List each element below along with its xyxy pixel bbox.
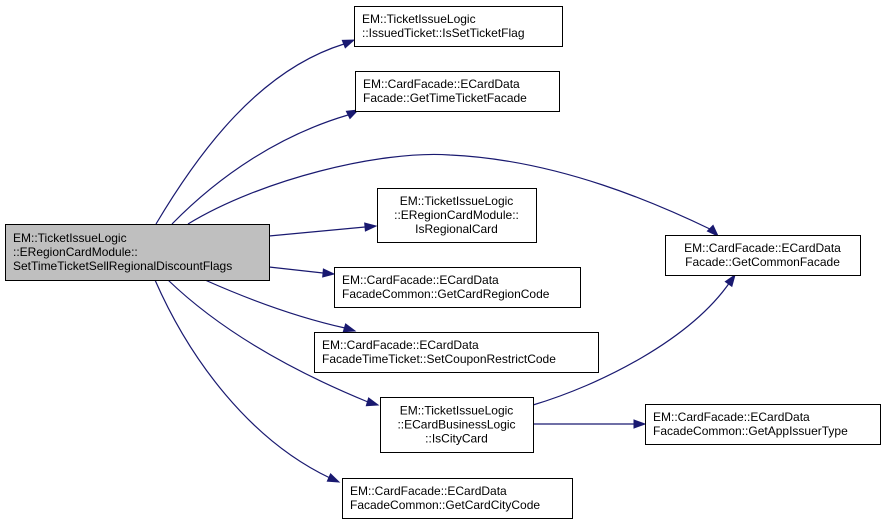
node-box (380, 397, 534, 453)
arrowhead-icon (322, 268, 336, 278)
edge-isCityCard-to-getCommonFacade (532, 273, 736, 406)
node-label-line: EM::TicketIssueLogic (13, 231, 127, 245)
arrowhead-icon (365, 397, 380, 407)
node-box (665, 235, 861, 276)
edge-root-to-setCouponRestrictCode (204, 279, 357, 333)
arrowhead-icon (345, 109, 360, 120)
node-label-line: SetTimeTicketSellRegionalDiscountFlags (13, 259, 232, 273)
edge-line (187, 153, 713, 231)
edge-root-to-getTimeTicketFacade (171, 109, 360, 225)
node-label-line: Facade::GetCommonFacade (685, 255, 840, 269)
edge-line (268, 226, 366, 237)
node-box (314, 332, 599, 373)
node-label-line: EM::CardFacade::ECardData (342, 273, 499, 287)
node-getAppIssuerType[interactable]: EM::CardFacade::ECardDataFacadeCommon::G… (645, 404, 881, 445)
node-box (377, 188, 537, 243)
node-box (342, 478, 573, 519)
node-box (355, 71, 560, 112)
node-getCardCityCode[interactable]: EM::CardFacade::ECardDataFacadeCommon::G… (342, 478, 573, 519)
node-label-line: ::ERegionCardModule:: (13, 245, 138, 259)
node-isSetTicketFlag[interactable]: EM::TicketIssueLogic::IssuedTicket::IsSe… (354, 6, 563, 47)
node-getTimeTicketFacade[interactable]: EM::CardFacade::ECardDataFacade::GetTime… (355, 71, 560, 112)
node-box (354, 6, 563, 47)
edge-line (155, 43, 345, 225)
node-label-line: IsRegionalCard (415, 222, 498, 236)
node-label-line: FacadeCommon::GetCardRegionCode (342, 287, 550, 301)
node-label-line: EM::CardFacade::ECardData (350, 484, 507, 498)
edge-root-to-isRegionalCard (268, 222, 378, 237)
node-getCommonFacade[interactable]: EM::CardFacade::ECardDataFacade::GetComm… (665, 235, 861, 276)
node-box (5, 224, 270, 281)
node-box (645, 404, 881, 445)
node-isCityCard[interactable]: EM::TicketIssueLogic::ECardBusinessLogic… (380, 397, 534, 453)
node-label-line: ::ERegionCardModule:: (394, 208, 519, 222)
node-label-line: FacadeCommon::GetAppIssuerType (653, 424, 848, 438)
arrowhead-icon (342, 323, 357, 333)
edge-line (154, 279, 331, 479)
edge-line (532, 281, 731, 406)
node-label-line: ::IsCityCard (425, 432, 488, 446)
arrowhead-icon (326, 473, 341, 483)
node-label-line: EM::CardFacade::ECardData (363, 77, 520, 91)
arrowhead-icon (724, 273, 736, 288)
node-setCouponRestrictCode[interactable]: EM::CardFacade::ECardDataFacadeTimeTicke… (314, 332, 599, 373)
edge-root-to-isCityCard (167, 279, 380, 407)
node-label-line: Facade::GetTimeTicketFacade (363, 91, 527, 105)
edge-root-to-getCommonFacade (187, 153, 720, 238)
node-label-line: EM::TicketIssueLogic (400, 404, 514, 418)
node-root: EM::TicketIssueLogic::ERegionCardModule:… (5, 224, 270, 281)
node-isRegionalCard[interactable]: EM::TicketIssueLogic::ERegionCardModule:… (377, 188, 537, 243)
node-label-line: EM::CardFacade::ECardData (322, 338, 479, 352)
arrowhead-icon (633, 419, 647, 429)
node-box (334, 267, 581, 308)
edge-line (204, 279, 346, 329)
node-label-line: FacadeTimeTicket::SetCouponRestrictCode (322, 352, 556, 366)
node-label-line: EM::CardFacade::ECardData (684, 241, 841, 255)
edges-layer (154, 39, 736, 483)
edge-line (268, 266, 324, 274)
arrowhead-icon (341, 39, 356, 49)
node-label-line: EM::CardFacade::ECardData (653, 410, 810, 424)
edge-line (167, 279, 369, 403)
nodes-layer: EM::TicketIssueLogic::ERegionCardModule:… (5, 6, 881, 519)
arrowhead-icon (364, 222, 378, 232)
edge-line (171, 114, 349, 225)
edge-root-to-getCardRegionCode (268, 266, 336, 278)
node-label-line: ::IssuedTicket::IsSetTicketFlag (362, 26, 525, 40)
node-getCardRegionCode[interactable]: EM::CardFacade::ECardDataFacadeCommon::G… (334, 267, 581, 308)
edge-isCityCard-to-getAppIssuerType (533, 419, 647, 429)
node-label-line: EM::TicketIssueLogic (362, 12, 476, 26)
arrowhead-icon (706, 224, 720, 238)
edge-root-to-getCardCityCode (154, 279, 341, 483)
node-label-line: FacadeCommon::GetCardCityCode (350, 498, 540, 512)
node-label-line: ::ECardBusinessLogic (397, 418, 515, 432)
edge-root-to-isSetTicketFlag (155, 39, 356, 225)
node-label-line: EM::TicketIssueLogic (400, 194, 514, 208)
